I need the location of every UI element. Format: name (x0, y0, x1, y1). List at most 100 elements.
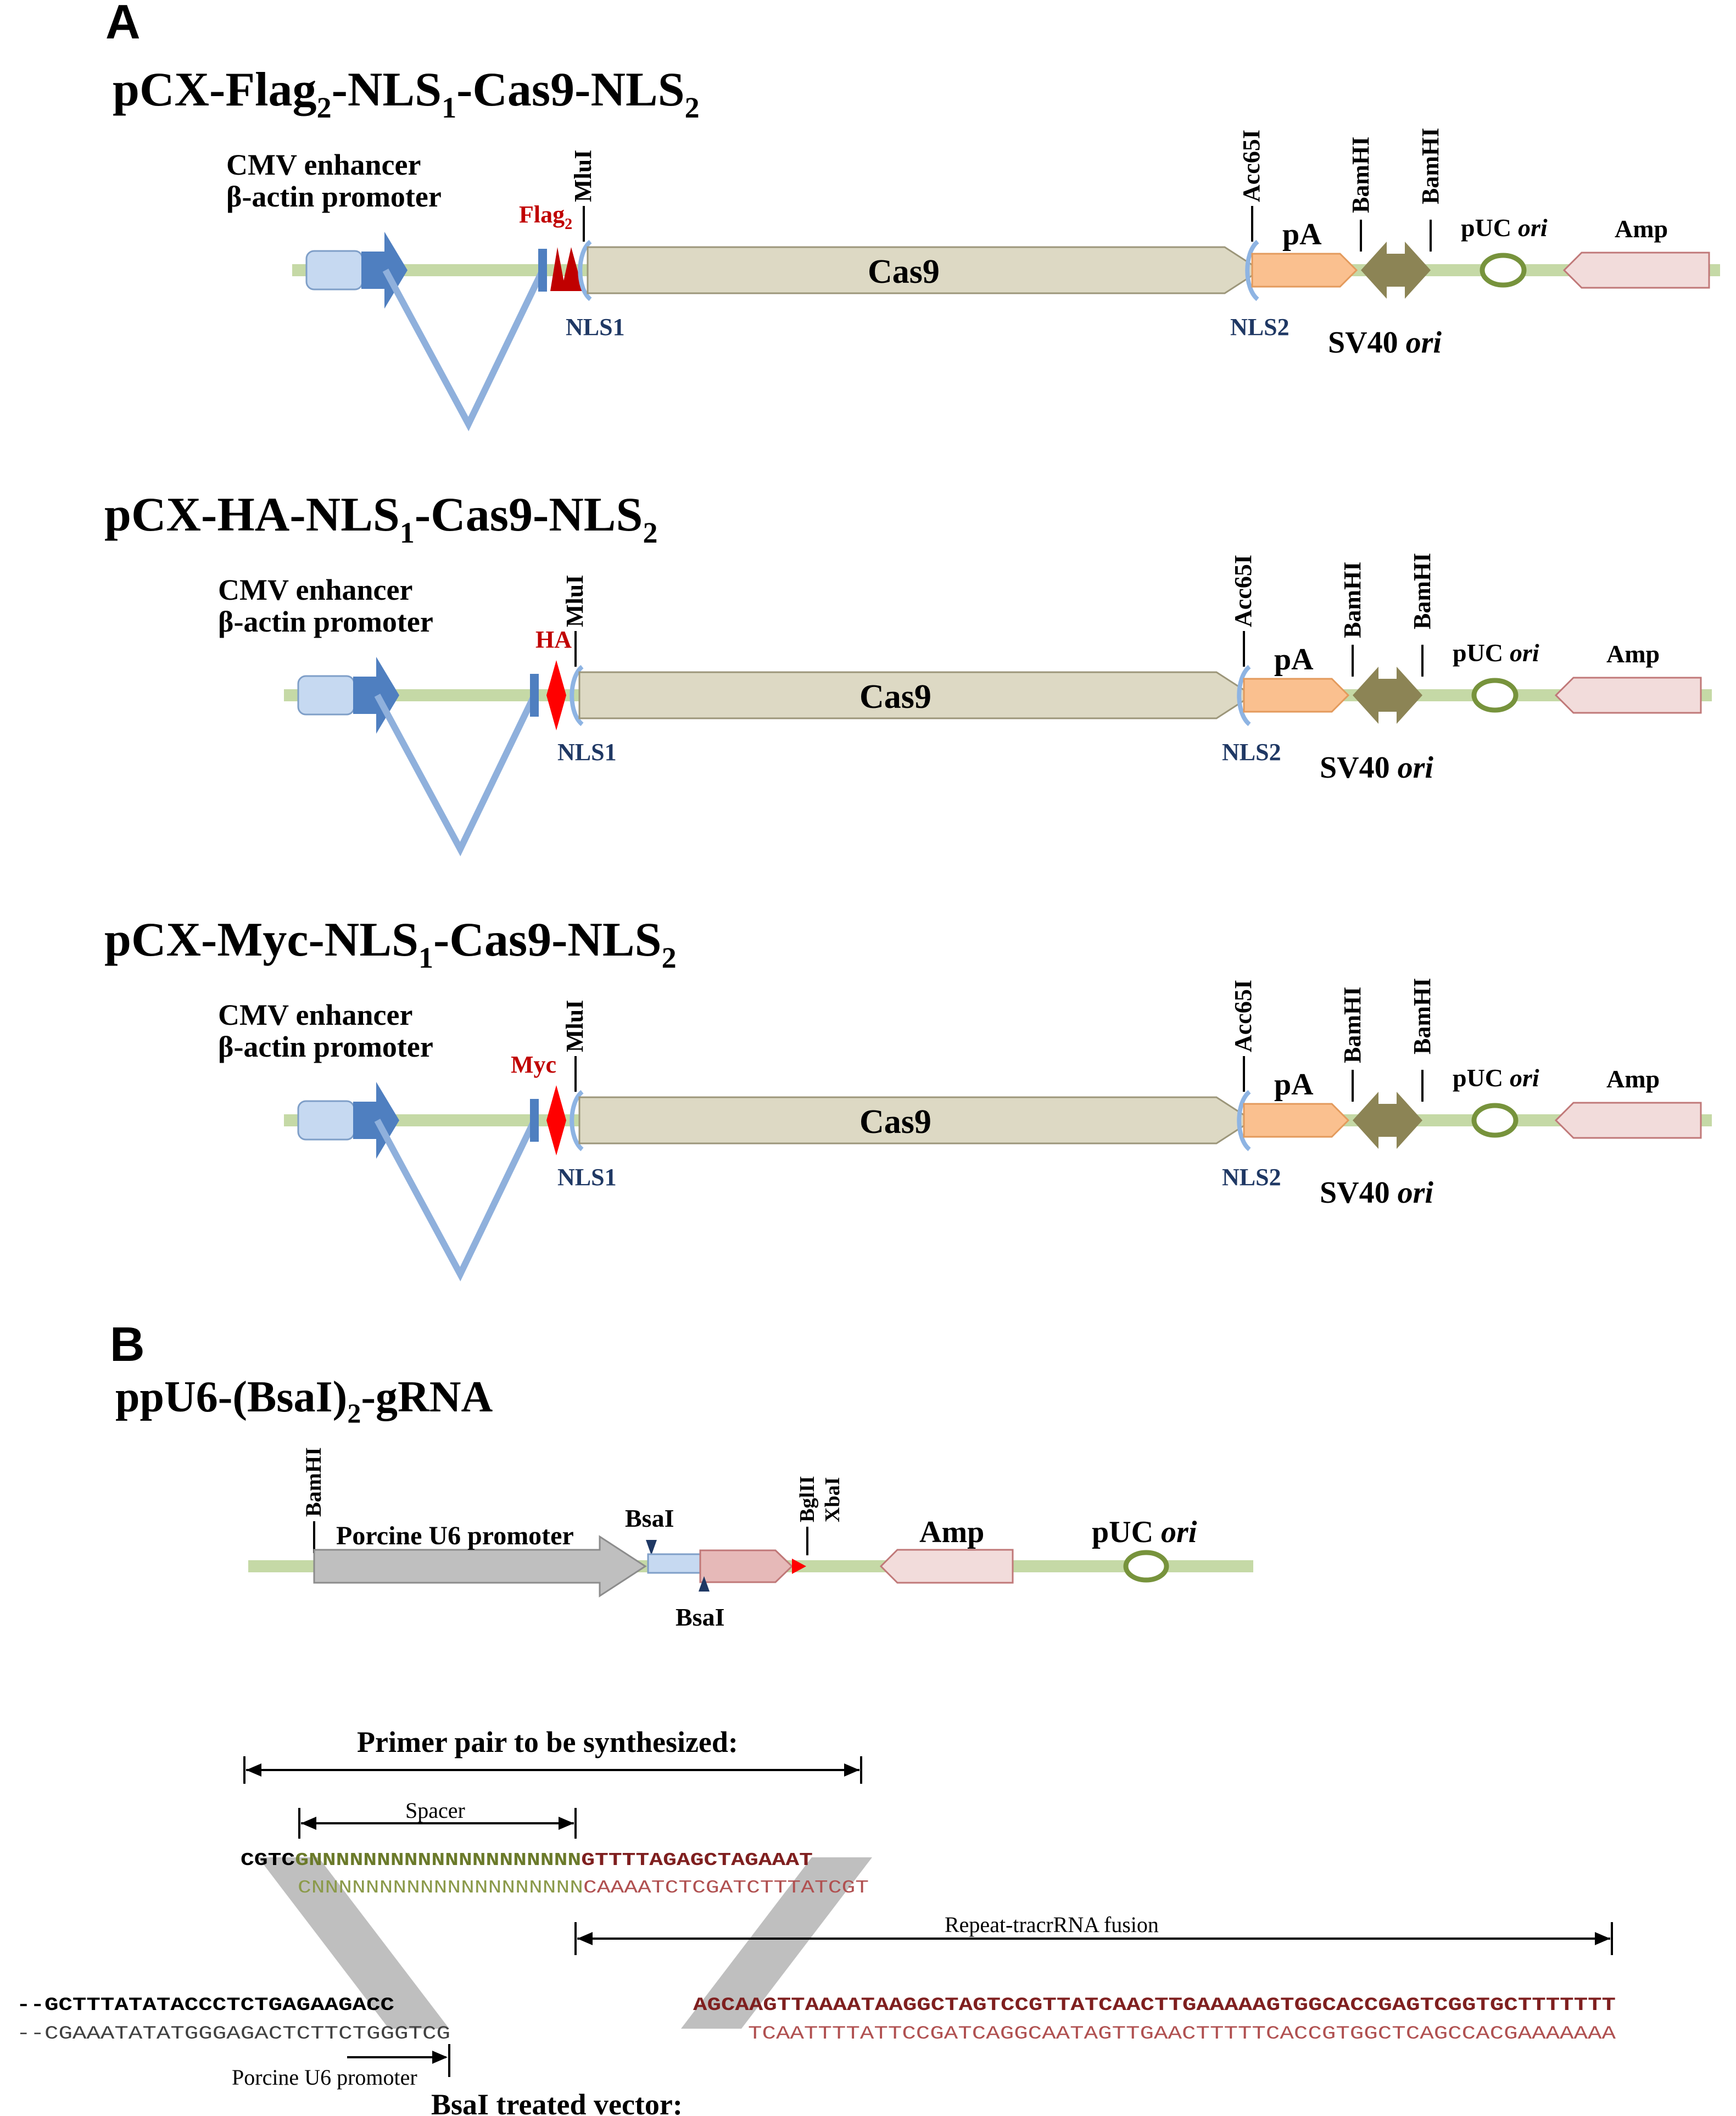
construct-title-text: -NLS (332, 63, 442, 116)
kozak-box (538, 249, 547, 292)
sv40-label-text: SV40 (1320, 1176, 1390, 1210)
sv40-ori-double-arrow (1361, 242, 1431, 299)
amp-arrow (1562, 252, 1710, 289)
spacer-label: Spacer (405, 1798, 465, 1823)
pa-arrow (1243, 678, 1350, 713)
nls2-bracket (1237, 1090, 1251, 1152)
bamhi-site-label: BamHI (301, 1447, 326, 1517)
fusion-label: Repeat-tracrRNA fusion (945, 1912, 1159, 1937)
construct-title-subscript: 1 (400, 516, 415, 549)
acc65i-site-label: Acc65I (1230, 555, 1257, 627)
u6-promoter-label: Porcine U6 promoter (336, 1521, 574, 1550)
construct-title-text: pCX-HA-NLS (104, 488, 400, 541)
cmv-enhancer-box (297, 675, 355, 716)
sv40-ori-italic: ori (1398, 751, 1434, 785)
puc-ori-italic: ori (1518, 214, 1548, 242)
nls1-label: NLS1 (557, 739, 617, 766)
cmv-enhancer-box (305, 250, 364, 291)
fusion-right-head (1595, 1932, 1610, 1945)
spacer-left-head (301, 1817, 316, 1830)
flag-tag-triangle (561, 247, 583, 291)
sv40-ori-double-arrow (1353, 1092, 1422, 1149)
bsai-top-label: BsaI (625, 1504, 674, 1532)
bamhi-1-site-label: BamHI (1347, 137, 1374, 213)
panel-b-letter: B (110, 1317, 145, 1371)
mlui-site-label: MluI (561, 575, 588, 627)
grna-puc-ori-circle (1123, 1550, 1169, 1583)
pa-label: pA (1274, 1068, 1314, 1102)
u6-small-arrow-head (432, 2051, 448, 2064)
construct-title-text: pCX-Flag (113, 63, 317, 116)
vector-left-bottom-seq: --CGAAATATATGGGAGACTCTTCTGGGTCG (16, 2024, 450, 2045)
puc-label-text: pUC (1453, 1064, 1503, 1092)
kozak-box (530, 1099, 539, 1142)
cas9-label: Cas9 (859, 1103, 931, 1141)
bamhi-2-site-label: BamHI (1409, 553, 1436, 629)
mlui-site-label: MluI (561, 1000, 588, 1052)
nls2-bracket (1237, 665, 1251, 727)
primer-pair-title: Primer pair to be synthesized: (357, 1726, 738, 1758)
beta-actin-promoter-label: β-actin promoter (218, 1030, 433, 1063)
amp-label: Amp (1615, 215, 1668, 243)
construct-title: pCX-HA-NLS1-Cas9-NLS2 (104, 488, 657, 549)
puc-label-text: pUC (1461, 214, 1511, 242)
grna-scaffold-arrow (699, 1549, 794, 1583)
cmv-enhancer-label: CMV enhancer (226, 148, 421, 181)
spacer-right-head (559, 1817, 574, 1830)
amp-label: Amp (1606, 640, 1660, 668)
construct-title-subscript: 2 (317, 91, 332, 124)
bamhi-1-site-label: BamHI (1339, 987, 1366, 1063)
construct-title-text: pCX-Myc-NLS (104, 913, 418, 967)
pa-arrow (1251, 253, 1358, 288)
vector-right-top-seq: AGCAAGTTAAAATAAGGCTAGTCCGTTATCAACTTGAAAA… (693, 1995, 1616, 2016)
puc-ori-circle (1471, 1103, 1519, 1138)
nls2-label: NLS2 (1222, 1164, 1281, 1191)
grna-amp-label: Amp (919, 1515, 984, 1549)
grna-amp-arrow (879, 1549, 1014, 1584)
tag-label: Myc (511, 1051, 556, 1078)
cmv-enhancer-label: CMV enhancer (218, 573, 412, 606)
overhang-band-left (258, 1857, 449, 2029)
tag-label: Flag2 (519, 201, 572, 233)
bsai-top-marker (646, 1540, 657, 1555)
bglii-site-label: BglII (796, 1476, 819, 1522)
pa-label: pA (1282, 217, 1322, 252)
terminator-marker (792, 1559, 806, 1574)
xbai-site-label: XbaI (821, 1477, 844, 1522)
cas9-label: Cas9 (859, 678, 931, 716)
u6-small-label: Porcine U6 promoter (232, 2065, 417, 2090)
construct-title-subscript: 2 (685, 91, 700, 124)
amp-arrow (1554, 677, 1702, 714)
bsai-stuffer-box (647, 1553, 701, 1574)
kozak-box (530, 674, 539, 717)
construct-title-subscript: 2 (643, 516, 657, 549)
amp-label: Amp (1606, 1065, 1660, 1093)
panel-b-title: ppU6-(BsaI)2-gRNA (115, 1373, 493, 1428)
pa-arrow (1243, 1103, 1350, 1138)
construct-title-text: -Cas9-NLS (456, 63, 685, 116)
u6-promoter-arrow (313, 1535, 647, 1598)
intron-splice-line (374, 1119, 538, 1282)
cas9-label: Cas9 (868, 253, 940, 291)
pa-label: pA (1274, 643, 1314, 677)
construct-title-text: -Cas9-NLS (433, 913, 662, 967)
sv40-label-text: SV40 (1328, 326, 1398, 360)
nls1-label: NLS1 (566, 314, 625, 340)
sv40-ori-italic: ori (1398, 1176, 1434, 1210)
cmv-enhancer-box (297, 1100, 355, 1141)
primer-span-left-head (246, 1763, 261, 1777)
primer-span-right-head (844, 1763, 859, 1777)
nls1-bracket (578, 239, 592, 302)
bsai-bottom-label: BsaI (676, 1603, 724, 1631)
tag-diamond (546, 1085, 566, 1155)
tag-label-text: Flag (519, 201, 565, 228)
grna-puc-ori-label: pUC ori (1092, 1515, 1197, 1549)
panel-a-letter: A (105, 0, 141, 49)
sv40-label-text: SV40 (1320, 751, 1390, 785)
